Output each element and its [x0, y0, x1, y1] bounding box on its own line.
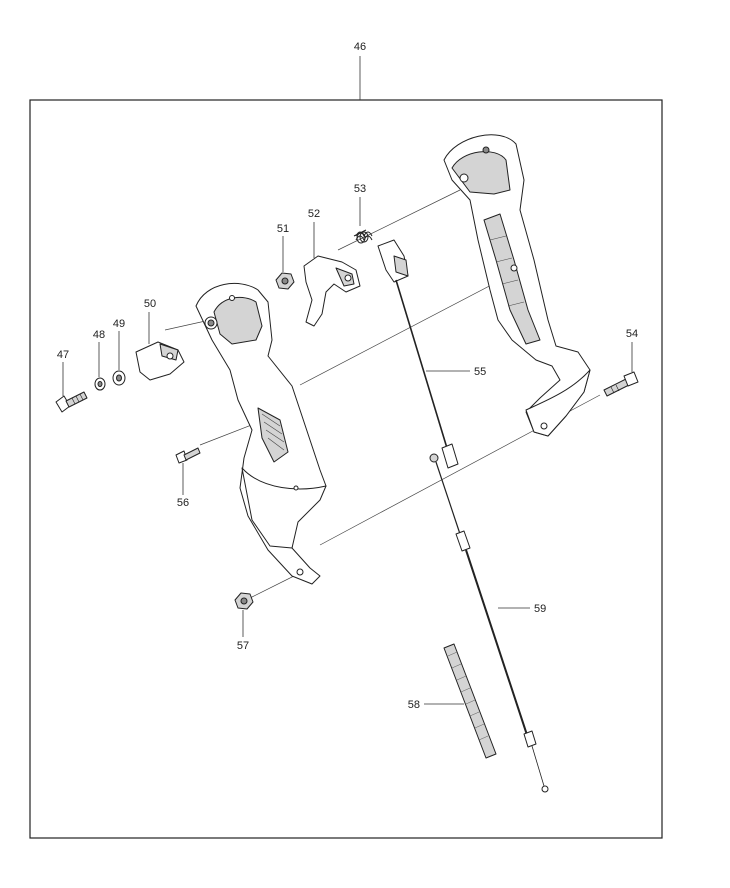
- part-58-tube: [443, 643, 497, 759]
- callout-52: 52: [308, 208, 320, 220]
- part-49-spring-washer: [112, 370, 126, 386]
- handle-right-half: [443, 134, 591, 437]
- part-53-spring: [353, 229, 373, 244]
- part-52-trigger: [303, 255, 361, 327]
- callout-47: 47: [57, 349, 69, 361]
- part-50-lever: [135, 341, 185, 381]
- callout-57: 57: [237, 640, 249, 652]
- callout-56: 56: [177, 497, 189, 509]
- callout-58: 58: [408, 699, 420, 711]
- callout-59: 59: [534, 603, 546, 615]
- part-57-nut: [234, 592, 254, 610]
- part-48-washer: [94, 377, 106, 391]
- part-51-nut: [275, 272, 295, 290]
- callout-48: 48: [93, 329, 105, 341]
- part-47-bolt: [55, 391, 88, 413]
- callout-51: 51: [277, 223, 289, 235]
- part-59-throttle-cable: [429, 453, 549, 793]
- part-54-bolt: [603, 371, 639, 397]
- callout-55: 55: [474, 366, 486, 378]
- part-56-screw: [175, 447, 201, 464]
- assembly-frame: [29, 99, 663, 839]
- part-55-stop-switch: [377, 239, 459, 469]
- callout-49: 49: [113, 318, 125, 330]
- callout-46: 46: [354, 41, 366, 53]
- callout-54: 54: [626, 328, 638, 340]
- callout-50: 50: [144, 298, 156, 310]
- callout-53: 53: [354, 183, 366, 195]
- handle-left-half: [195, 283, 327, 585]
